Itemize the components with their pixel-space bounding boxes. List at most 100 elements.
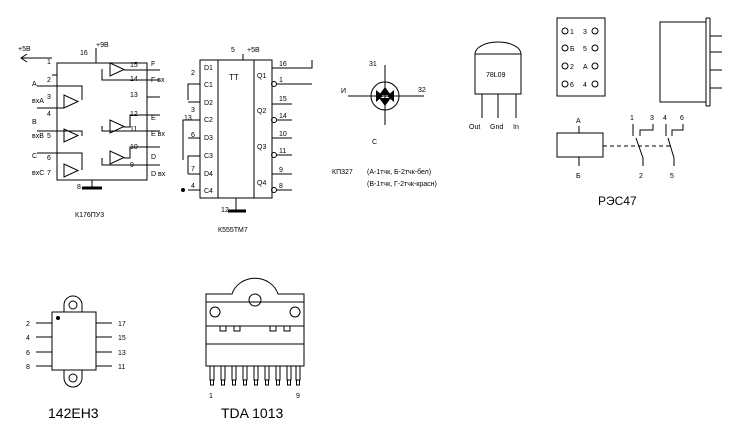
k555-input-label: D4 [204,171,213,178]
inversion-bubble-icon [271,117,277,123]
k555-output-label: Q4 [257,180,266,187]
regulator-pin-label: In [513,124,519,131]
kp327-pin-top: 31 [369,61,377,68]
transistor-kp327: 31 32 И С КП327 (А-1тчк, Б-2тчк-бел) (В-… [332,61,437,188]
k555-pin-label: 2 [191,70,195,77]
relay-coil [556,132,604,158]
k176-pin16: 16 [80,50,88,57]
k176-left-buffers [57,85,83,178]
buffer-triangle-icon [63,94,80,109]
tda-title: TDA 1013 [221,405,283,421]
eh142-pin-label: 11 [118,364,125,371]
inversion-bubble-icon [271,152,277,158]
k555-input-label: C4 [204,188,213,195]
relay-grid-label: 3 [583,29,587,36]
k555-pin-label: 4 [191,183,195,190]
buffer-triangle-icon [63,163,80,178]
relay-side-view [659,17,722,107]
relay-grid-label: Б [570,46,575,53]
pin-hole-icon [561,80,569,88]
k555-pin-label: 13 [184,115,192,122]
k176-pin-label: 1 [47,59,51,66]
k176-supply-9v: +9В [96,42,109,49]
regulator-marking: 78L09 [486,72,506,79]
regulator-78l09: 78L09 Out Gnd In [469,41,522,131]
relay-contact-label: 6 [680,115,684,122]
relay-contact-label: 3 [650,115,654,122]
buffer-triangle-icon [109,119,126,134]
relay-grid-label: 6 [570,82,574,89]
k555-output-label: Q3 [257,144,266,151]
eh142-pin-label: 4 [26,335,30,342]
kp327-note-2: (В-1тчк, Г-2тчк-красн) [367,181,437,188]
mount-hole-icon [68,300,78,310]
kp327-pin-right: 32 [418,87,426,94]
k176-signal-label: D вх [151,171,166,178]
eh142-pin-label: 2 [26,321,30,328]
k176-signal-label: F [151,61,155,68]
kp327-pin-bottom: С [372,139,377,146]
buffer-triangle-icon [109,62,126,77]
k176-pin-label: 6 [47,155,51,162]
k555-supply: +5В [247,47,260,54]
pin-hole-icon [591,62,599,70]
k555-pin5: 5 [231,47,235,54]
transistor-body [370,81,400,111]
tda-body [205,325,305,367]
ic-142en3: 2 4 6 8 17 15 13 11 142ЕН3 [26,295,126,421]
pin-hole-icon [591,44,599,52]
relay-contact-label: 4 [663,115,667,122]
k176-signal-label: вхВ [32,133,44,140]
eh142-title: 142ЕН3 [48,405,99,421]
pin-hole-icon [561,44,569,52]
k555-input-label: D2 [204,100,213,107]
regulator-pin-label: Gnd [490,124,503,131]
mount-hole-icon [289,306,301,318]
k555-output-label: Q2 [257,108,266,115]
relay-res47: 1 3 Б 5 2 А 6 4 [556,17,722,208]
junction-dot [181,188,185,192]
k555-pin-label: 6 [191,132,195,139]
relay-title: РЭС47 [598,194,637,208]
k176-pin-label: 13 [130,92,138,99]
k176-pin-label: 15 [130,62,138,69]
relay-contact-label: 5 [670,173,674,180]
k555-input-label: D3 [204,135,213,142]
k555-pin12: 12 [221,207,229,214]
k176-pin-label: 3 [47,94,51,101]
relay-coil-top-label: А [576,118,581,125]
inversion-bubble-icon [271,81,277,87]
k555-pin-label: 16 [279,61,287,68]
k555-input-label: C3 [204,153,213,160]
buffer-triangle-icon [109,150,126,165]
k555-pin-label: 11 [279,148,286,155]
pin-hole-icon [561,62,569,70]
mount-hole-icon [68,373,78,383]
relay-grid-label: 5 [583,46,587,53]
k555-pin-label: 3 [191,107,195,114]
k555-pin-label: 9 [279,167,283,174]
k555-pin-label: 15 [279,96,287,103]
k555-title: К555ТМ7 [218,227,248,234]
relay-grid-label: 2 [570,64,574,71]
ic-k176pu3: +5В +9В 16 8 К176ПУ3 1 2 3 4 5 6 7 А вхА… [18,42,166,219]
k555-output-label: Q1 [257,73,266,80]
k176-signal-label: вхС [32,170,44,177]
regulator-pin-label: Out [469,124,480,131]
k555-pin-label: 8 [279,183,283,190]
k176-signal-label: E вх [151,131,165,138]
k176-right-buffers [101,62,147,166]
k176-body [56,62,148,181]
pin-hole-icon [591,27,599,35]
relay-schematic: А Б 1 3 4 6 2 5 [556,115,684,180]
k176-signal-label: E [151,115,156,122]
ic-142en3-body [51,311,97,371]
relay-grid-label: 1 [570,29,574,36]
ic-k555tm7: +5В 5 TT 12 К555ТМ7 D1 C1 D2 C2 D3 C3 D4… [181,47,313,234]
k176-pin-label: 2 [47,77,51,84]
pin1-marker [56,316,60,320]
kp327-title: КП327 [332,169,353,176]
k176-pin-label: 11 [130,126,137,133]
